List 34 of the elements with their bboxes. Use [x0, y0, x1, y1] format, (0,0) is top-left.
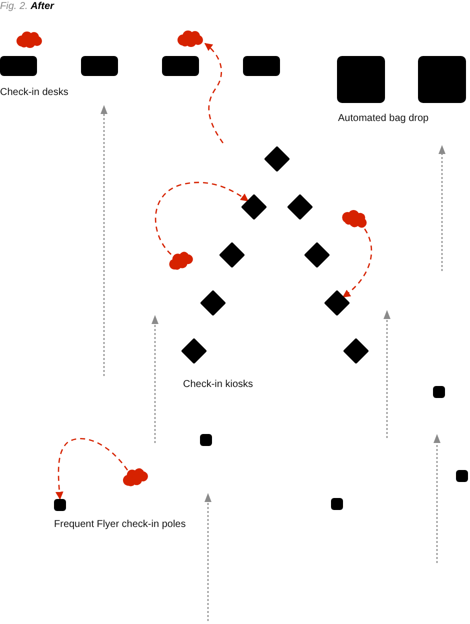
cloud-shape [175, 30, 205, 48]
bag-drop-block [337, 56, 385, 103]
group-label: Automated bag drop [338, 113, 429, 125]
flow-arrow [55, 438, 128, 500]
kiosk-diamond [241, 194, 267, 220]
figure-title: Fig. 2. After [0, 0, 54, 13]
cloud-shape [120, 467, 150, 488]
flow-arrow [155, 182, 249, 255]
flow-arrow [342, 228, 372, 298]
cloud-shape [340, 208, 369, 230]
pole-block [200, 434, 212, 446]
cloud-shape [167, 250, 194, 272]
kiosk-diamond [304, 242, 330, 268]
kiosk-diamond [343, 338, 369, 364]
group-label: Check-in desks [0, 87, 68, 99]
kiosk-diamond [264, 146, 290, 172]
cloud-shape [14, 31, 44, 49]
kiosk-diamond [200, 290, 226, 316]
pole-block [456, 470, 468, 482]
desk-block [0, 56, 37, 76]
pole-block [54, 499, 66, 511]
desk-block [81, 56, 118, 76]
group-label: Check-in kiosks [183, 379, 254, 391]
pole-block [433, 386, 445, 398]
kiosk-diamond [324, 290, 350, 316]
desk-block [162, 56, 199, 76]
desk-block [243, 56, 280, 76]
kiosk-diamond [219, 242, 245, 268]
kiosk-diamond [287, 194, 313, 220]
flow-arrow [204, 43, 224, 144]
pole-block [331, 498, 343, 510]
kiosk-diamond [181, 338, 207, 364]
bag-drop-block [418, 56, 466, 103]
group-label: Frequent Flyer check-in poles [54, 519, 186, 531]
